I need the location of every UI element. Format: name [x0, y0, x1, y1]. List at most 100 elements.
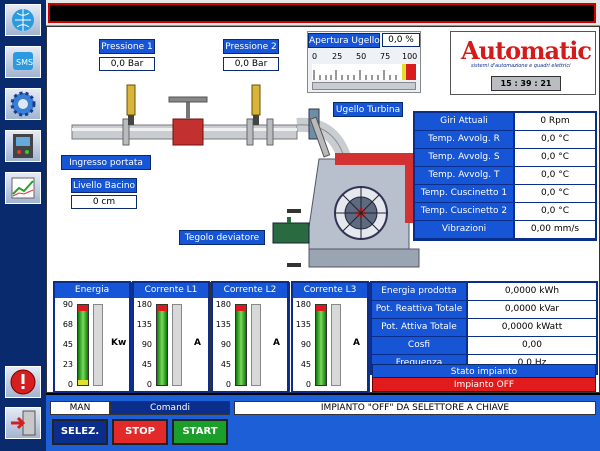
gauge-unit: A [353, 338, 360, 348]
turbine-row-value: 0,0 °C [515, 185, 595, 202]
gauge-red-zone [78, 305, 88, 311]
gauge-tick: 0 [305, 380, 311, 389]
panel-button[interactable] [3, 128, 43, 164]
gauge-level-bar [172, 304, 182, 386]
turbine-row-value: 0 Rpm [515, 113, 595, 130]
pressione1-label: Pressione 1 [99, 39, 155, 54]
gauge-level-bar [331, 304, 341, 386]
gauge-tick: 45 [141, 360, 152, 369]
apertura-ugello-label: Apertura Ugello [308, 33, 380, 48]
globe-button[interactable] [3, 2, 43, 38]
gauge-tick: 90 [62, 300, 73, 309]
gauge-tick: 0 [67, 380, 73, 389]
selez-button[interactable]: SELEZ. [52, 419, 108, 445]
energy-row-value: 0,0000 kVar [468, 301, 596, 318]
turbine-row-label: Vibrazioni [415, 221, 513, 238]
sms-icon: SMS [13, 52, 33, 70]
pressione2-label: Pressione 2 [223, 39, 279, 54]
turbine-row-value: 0,0 °C [515, 167, 595, 184]
livello-bacino-label: Livello Bacino [71, 178, 137, 193]
gauge-tick: 90 [300, 340, 311, 349]
sms-button[interactable]: SMS [3, 44, 43, 80]
energy-row-value: 0,0000 kWatt [468, 319, 596, 336]
turbine-row-value: 0,0 °C [515, 203, 595, 220]
gauge-level-bar [251, 304, 261, 386]
brand-logo: Automatic [461, 36, 592, 65]
gauge-tick: 45 [220, 360, 231, 369]
globe-icon [12, 9, 34, 31]
energy-row-label: Energia prodotta [372, 283, 466, 300]
apertura-tick: 75 [380, 52, 391, 61]
gauge-tick: 180 [215, 300, 231, 309]
plant-diagram [71, 84, 425, 268]
gauge-tick: 135 [295, 320, 311, 329]
settings-button[interactable] [3, 86, 43, 122]
top-bar [46, 0, 600, 26]
apertura-tick: 0 [312, 52, 318, 61]
gauge-unit: Kw [111, 338, 127, 348]
turbine-row-value: 0,0 °C [515, 131, 595, 148]
energy-row-label: Pot. Reattiva Totale [372, 301, 466, 318]
gauge-tick: 135 [215, 320, 231, 329]
panel-icon [13, 134, 33, 158]
gauge-tick: 90 [141, 340, 152, 349]
gauge-title: Corrente L3 [293, 283, 367, 298]
turbine-row-label: Temp. Cuscinetto 2 [415, 203, 513, 220]
gauge-tick: 45 [300, 360, 311, 369]
brand-tagline: sistemi d'automazione e quadri elettrici [471, 63, 571, 69]
gauge-title: Corrente L2 [213, 283, 287, 298]
exit-icon [11, 410, 36, 436]
status-message: IMPIANTO "OFF" DA SELETTORE A CHIAVE [234, 401, 596, 415]
gauge-unit: A [273, 338, 280, 348]
gear-icon [10, 91, 36, 117]
turbine-row-label: Giri Attuali [415, 113, 513, 130]
turbine-row-label: Temp. Avvolg. T [415, 167, 513, 184]
turbine-row-label: Temp. Cuscinetto 1 [415, 185, 513, 202]
gauge-title: Energia prodotta [55, 283, 129, 309]
apertura-ugello-value: 0,0 % [382, 33, 420, 47]
start-button[interactable]: START [172, 419, 228, 445]
apertura-scale: 0 25 50 75 100 [312, 52, 418, 62]
alarm-banner [48, 3, 596, 23]
chart-icon [11, 177, 35, 199]
alarm-button[interactable] [3, 364, 43, 400]
exit-button[interactable] [3, 405, 43, 441]
chart-button[interactable] [3, 170, 43, 206]
turbine-row-label: Temp. Avvolg. S [415, 149, 513, 166]
turbine-row-value: 0,0 °C [515, 149, 595, 166]
svg-text:SMS: SMS [16, 58, 33, 67]
mode-indicator: MAN [50, 401, 110, 415]
command-bar: MAN Comandi IMPIANTO "OFF" DA SELETTORE … [46, 393, 600, 451]
apertura-tick: 100 [402, 52, 418, 61]
gauge-red-zone [316, 305, 326, 311]
gauge-tick: 135 [136, 320, 152, 329]
apertura-ruler [312, 64, 420, 80]
pressione2-value: 0,0 Bar [223, 57, 279, 71]
gauge-level-bar [93, 304, 103, 386]
stop-button[interactable]: STOP [112, 419, 168, 445]
stato-impianto-value: Impianto OFF [372, 377, 596, 392]
energy-row-value: 0,00 [468, 337, 596, 354]
apertura-tick: 50 [356, 52, 367, 61]
gauge-tick: 23 [62, 360, 73, 369]
sidebar: SMS [0, 0, 46, 451]
gauge-yellow-zone [78, 380, 88, 385]
turbine-row-value: 0,00 mm/s [515, 221, 595, 238]
gauge-unit: A [194, 338, 201, 348]
